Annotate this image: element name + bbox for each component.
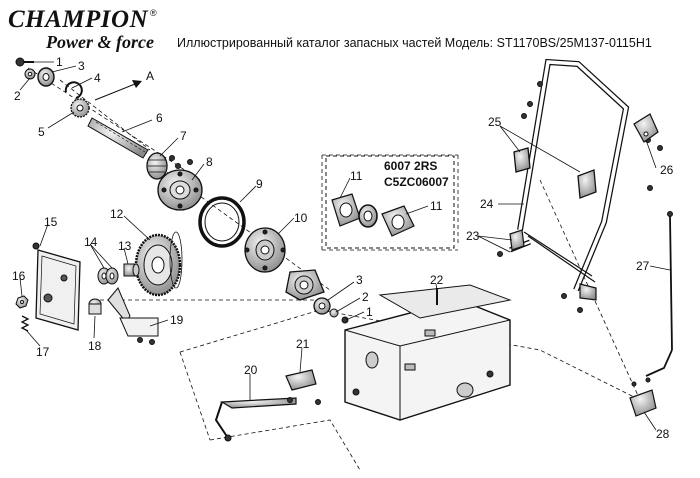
callout-27: 27 bbox=[636, 259, 650, 273]
part-19-lever-bracket bbox=[107, 287, 159, 345]
callout-4: 4 bbox=[94, 71, 101, 85]
callout-1-right: 1 bbox=[366, 305, 373, 319]
callout-2-top: 2 bbox=[14, 89, 21, 103]
callout-26: 26 bbox=[660, 163, 674, 177]
callout-6: 6 bbox=[156, 111, 163, 125]
brand-logo-name: CHAMPION bbox=[8, 6, 149, 33]
callout-16: 16 bbox=[12, 269, 26, 283]
part-9-seal-ring bbox=[198, 196, 246, 248]
part-2-washer-right bbox=[329, 308, 339, 318]
part-2-washer bbox=[24, 68, 36, 80]
callout-11-left: 11 bbox=[350, 169, 363, 183]
part-18-bushing bbox=[88, 298, 102, 315]
part-23-clamp bbox=[509, 229, 597, 301]
part-10-cover bbox=[244, 227, 286, 273]
callout-24: 24 bbox=[480, 197, 494, 211]
callout-22: 22 bbox=[430, 273, 444, 287]
part-17-spring bbox=[20, 315, 30, 332]
part-6-shaft bbox=[87, 117, 149, 159]
part-27-control-rod bbox=[645, 211, 673, 377]
callout-28: 28 bbox=[656, 427, 670, 441]
part-4-circlip bbox=[64, 81, 83, 99]
part-11-bearing-housing bbox=[285, 269, 325, 301]
callout-15: 15 bbox=[44, 215, 58, 229]
part-14-bearings bbox=[97, 267, 119, 285]
assembly-dashed-lines bbox=[27, 67, 641, 471]
callout-14: 14 bbox=[84, 235, 98, 249]
callout-12: 12 bbox=[110, 207, 124, 221]
callout-17: 17 bbox=[36, 345, 50, 359]
callout-1-top: 1 bbox=[56, 55, 63, 69]
callout-20: 20 bbox=[244, 363, 258, 377]
part-21-bracket bbox=[285, 369, 321, 405]
callout-11-right: 11 bbox=[430, 199, 443, 213]
part-26-clamp bbox=[633, 113, 659, 143]
arrow-to-A bbox=[94, 81, 141, 101]
callout-21: 21 bbox=[296, 337, 310, 351]
part-12-large-gear bbox=[134, 231, 183, 297]
callout-13: 13 bbox=[118, 239, 132, 253]
callout-5: 5 bbox=[38, 125, 45, 139]
part-25-handle-grips bbox=[513, 147, 597, 199]
callout-23: 23 bbox=[466, 229, 480, 243]
part-28-rod-bracket bbox=[629, 377, 657, 417]
callout-3-top: 3 bbox=[78, 59, 85, 73]
part-1-bolt-right bbox=[341, 316, 349, 324]
part-22-frame bbox=[344, 284, 512, 421]
callout-19: 19 bbox=[170, 313, 184, 327]
part-5-sprocket bbox=[70, 98, 90, 118]
part-20-lever bbox=[214, 397, 297, 442]
callout-18: 18 bbox=[88, 339, 102, 353]
part-15-housing-plate bbox=[32, 242, 81, 331]
part-3-bearing bbox=[37, 67, 55, 87]
brand-tagline: Power & force bbox=[46, 32, 154, 52]
bearing-inset bbox=[325, 155, 455, 249]
callout-9: 9 bbox=[256, 177, 263, 191]
part-16-nut bbox=[15, 295, 29, 309]
callout-10: 10 bbox=[294, 211, 308, 225]
callout-7: 7 bbox=[180, 129, 187, 143]
part-13-hub bbox=[123, 263, 140, 277]
part-3-bearing-right bbox=[313, 297, 331, 315]
callout-labels: 1 2 3 4 A 5 6 7 8 9 10 11 11 12 13 14 15… bbox=[12, 55, 674, 441]
brand-registered-mark: ® bbox=[150, 8, 157, 18]
callout-2-right: 2 bbox=[362, 290, 369, 304]
part-7-worm-gear bbox=[146, 152, 168, 180]
header: CHAMPION ® Power & force Иллюстрированны… bbox=[0, 0, 700, 60]
callout-A: A bbox=[146, 69, 154, 83]
callout-25: 25 bbox=[488, 115, 502, 129]
callout-leader-lines bbox=[19, 61, 671, 431]
part-8-flange bbox=[157, 169, 203, 211]
bearing-code-label: C5ZC06007 bbox=[384, 175, 449, 189]
bearing-model-label: 6007 2RS bbox=[384, 159, 437, 173]
callout-8: 8 bbox=[206, 155, 213, 169]
callout-3-right: 3 bbox=[356, 273, 363, 287]
catalog-title: Иллюстрированный каталог запасных частей… bbox=[177, 36, 652, 50]
